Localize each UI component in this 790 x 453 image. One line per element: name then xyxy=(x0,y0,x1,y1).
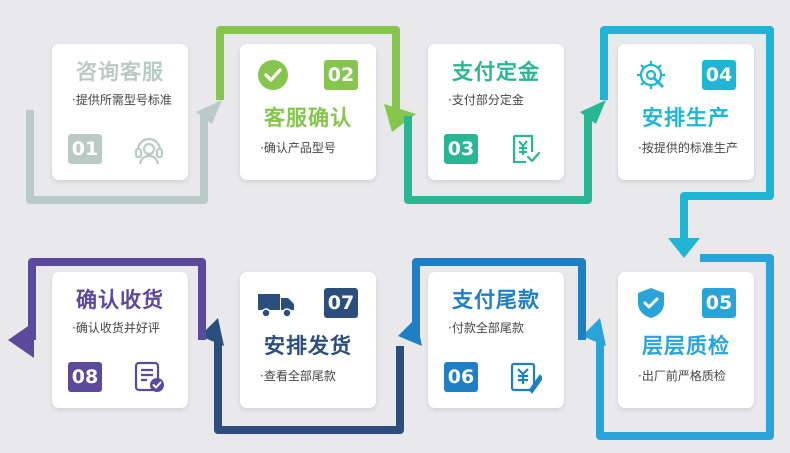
step-number: 01 xyxy=(68,134,102,164)
step-title: 咨询客服 xyxy=(76,60,164,84)
arrow-07 xyxy=(200,318,224,346)
step-title: 确认收货 xyxy=(76,288,164,312)
step-description: ·提供所需型号标准 xyxy=(72,93,172,107)
gear-wrench-icon xyxy=(634,58,668,92)
connector-05 xyxy=(596,254,774,440)
arrow-08 xyxy=(8,322,34,358)
yuan-pen-icon xyxy=(508,360,542,394)
step-title: 支付尾款 xyxy=(452,288,540,312)
step-number: 03 xyxy=(444,134,478,164)
yuan-receipt-icon xyxy=(508,132,542,166)
step-number: 04 xyxy=(702,60,736,90)
step-title: 客服确认 xyxy=(264,106,352,130)
step-card-08: 确认收货 ·确认收货并好评 08 xyxy=(52,272,188,408)
arrow-01 xyxy=(196,100,222,124)
truck-icon xyxy=(256,286,296,320)
clipboard-check-icon xyxy=(132,360,166,394)
shield-check-icon xyxy=(634,286,668,320)
connector-06 xyxy=(412,258,586,340)
step-number: 07 xyxy=(324,288,358,318)
headset-icon xyxy=(132,132,166,166)
step-description: ·付款全部尾款 xyxy=(448,321,524,335)
step-card-04: 04 安排生产 ·按提供的标准生产 xyxy=(618,44,754,180)
step-description: ·出厂前严格质检 xyxy=(638,369,726,383)
step-description: ·按提供的标准生产 xyxy=(638,141,738,155)
arrow-06 xyxy=(398,318,422,346)
arrow-04 xyxy=(668,238,700,258)
step-description: ·确认收货并好评 xyxy=(72,321,160,335)
step-title: 支付定金 xyxy=(452,60,540,84)
connector-03 xyxy=(404,112,592,204)
step-number: 05 xyxy=(702,288,736,318)
step-title: 安排发货 xyxy=(264,334,352,358)
step-card-03: 支付定金 ·支付部分定金 03 xyxy=(428,44,564,180)
step-card-02: 02 客服确认 ·确认产品型号 xyxy=(240,44,376,180)
step-number: 06 xyxy=(444,362,478,392)
connector-02 xyxy=(216,26,400,110)
step-card-01: 咨询客服 ·提供所需型号标准 01 xyxy=(52,44,188,180)
step-title: 层层质检 xyxy=(642,334,730,358)
connector-08 xyxy=(28,258,206,340)
arrow-05 xyxy=(582,318,606,346)
step-description: ·支付部分定金 xyxy=(448,93,524,107)
check-circle-icon xyxy=(256,58,290,92)
step-description: ·查看全部尾款 xyxy=(260,369,336,383)
step-number: 08 xyxy=(68,362,102,392)
step-description: ·确认产品型号 xyxy=(260,141,336,155)
step-card-07: 07 安排发货 ·查看全部尾款 xyxy=(240,272,376,408)
step-title: 安排生产 xyxy=(642,106,730,130)
connector-04 xyxy=(600,26,774,240)
arrow-03 xyxy=(580,100,606,124)
connector-07 xyxy=(214,340,404,434)
step-number: 02 xyxy=(324,60,358,90)
arrow-02 xyxy=(384,104,416,132)
step-card-06: 支付尾款 ·付款全部尾款 06 xyxy=(428,272,564,408)
step-card-05: 05 层层质检 ·出厂前严格质检 xyxy=(618,272,754,408)
connector-01 xyxy=(26,110,208,204)
